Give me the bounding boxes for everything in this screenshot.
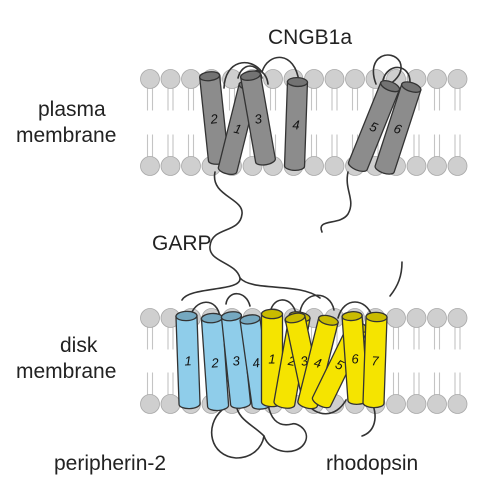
rhodopsin-label: rhodopsin [326, 452, 418, 475]
disk-membrane-label-line1: disk [60, 334, 98, 357]
peripherin-helix-1-body [175, 314, 201, 410]
peripherin-helix-1-cap [175, 310, 198, 322]
rhodopsin-helix-4-number: 4 [312, 355, 323, 371]
disk-lipid-outer-head [427, 308, 447, 328]
rhodopsin-helix-1-number: 1 [268, 351, 275, 366]
cngb1a-helix-4-cap [286, 76, 309, 88]
rhodopsin-helix-7: 7 [362, 311, 388, 409]
plasma-lipid-outer-head [345, 69, 365, 89]
peripherin-label: peripherin-2 [54, 452, 166, 475]
peripherin-helix-3-number: 3 [232, 353, 242, 369]
rhodopsin-helix-4-body [297, 317, 339, 410]
disk-lipid-inner-head [140, 394, 160, 414]
plasma-membrane-label-line1: plasma [38, 98, 106, 121]
plasma-lipid-inner-head [447, 156, 468, 176]
disk-lipid-inner-head [160, 394, 181, 414]
cngb1a-right-loop-2 [382, 66, 411, 83]
rhodopsin-helix-7-cap [365, 311, 388, 323]
cngb1a-helix-4-body [283, 81, 309, 172]
garp-label: GARP [152, 232, 212, 255]
cngb1a-helix-1-cap [199, 71, 221, 82]
rhodopsin-helix-4: 4 [297, 314, 339, 410]
cngb1a-label: CNGB1a [268, 26, 352, 49]
disk-membrane-label-line2: membrane [16, 360, 116, 383]
cngb1a-helix-4-number: 4 [292, 117, 300, 132]
cngb1a-helix-6: 6 [374, 81, 422, 175]
disk-lipid-inner-head [386, 394, 406, 414]
plasma-lipid-inner-head [181, 156, 201, 176]
rhodopsin-helix-3-cap [284, 312, 306, 324]
disk-lipid-outer-head [386, 308, 406, 328]
cngb1a-helix-4: 4 [283, 76, 309, 172]
plasma-lipid-inner-head [406, 156, 427, 176]
peripherin-helix-2-body [200, 316, 230, 412]
cngb1a-helix-5-body [347, 81, 401, 173]
plasma-lipid-inner-head [324, 156, 345, 176]
plasma-lipid-outer-head [447, 69, 468, 89]
rhodopsin-n-term [389, 261, 403, 297]
rhodopsin-helix-3-number: 3 [299, 353, 310, 369]
cngb1a-helix-6-cap [401, 81, 422, 93]
disk-lipid-outer-head [140, 308, 160, 328]
plasma-lipid-inner-head [160, 156, 181, 176]
rhodopsin-helix-4-cap [317, 314, 339, 326]
cngb1a-helix-1-number: 2 [209, 111, 220, 127]
disk-lipid-inner-head [427, 394, 447, 414]
disk-lipid-inner-head [447, 394, 468, 414]
rhodopsin-helix-1-cap [260, 308, 284, 320]
plasma-membrane-label-line2: membrane [16, 124, 116, 147]
plasma-lipid-outer-head [324, 69, 345, 89]
peripherin-bottom-loop [211, 403, 308, 459]
cngb1a-helix-6-body [374, 83, 422, 175]
disk-lipid-outer-head [447, 308, 468, 328]
plasma-lipid-outer-head [427, 69, 447, 89]
rhodopsin-top-loop-2 [299, 294, 335, 313]
peripherin-helix-2-number: 2 [210, 355, 220, 371]
garp-chain [181, 171, 243, 301]
peripherin-helix-4-cap [239, 314, 261, 325]
rhodopsin-helix-6-cap [341, 311, 363, 322]
peripherin-helix-1-number: 1 [184, 353, 192, 368]
cngb1a-helix-1: 2 [198, 71, 229, 165]
plasma-lipid-inner-head [140, 156, 160, 176]
rhodopsin-helix-7-number: 7 [371, 353, 380, 368]
cngb1a-helix-2-number: 1 [232, 121, 243, 137]
peripherin-helix-3-cap [220, 311, 243, 322]
disk-lipid-outer-head [406, 308, 427, 328]
peripherin-top-loop-2 [225, 292, 251, 307]
garp-crossover [239, 277, 321, 299]
rhodopsin-helix-2-number: 2 [286, 353, 297, 369]
plasma-lipid-outer-head [160, 69, 181, 89]
cngb1a-c-tail [320, 171, 352, 233]
plasma-lipid-inner-head [304, 156, 324, 176]
peripherin-helix-2: 2 [200, 312, 230, 412]
cngb1a-right-loop [372, 54, 402, 85]
plasma-lipid-outer-head [181, 69, 201, 89]
cngb1a-helix-5: 5 [347, 79, 401, 173]
rhodopsin-helix-6: 6 [341, 311, 369, 405]
cngb1a-helix-3-number: 3 [253, 111, 263, 127]
peripherin-helix-1: 1 [175, 310, 201, 410]
peripherin-helix-4-number: 4 [252, 355, 261, 371]
rhodopsin-helix-6-number: 6 [351, 351, 360, 367]
rhodopsin-helix-7-body [362, 315, 388, 409]
rhodopsin-top-loop-3 [337, 301, 373, 319]
cngb1a-helix-3: 3 [239, 70, 276, 166]
cngb1a-helix-3-cap [240, 70, 262, 81]
plasma-lipid-inner-head [427, 156, 447, 176]
plasma-lipid-outer-head [140, 69, 160, 89]
cngb1a-helix-3-body [239, 73, 276, 166]
disk-lipid-inner-head [406, 394, 427, 414]
